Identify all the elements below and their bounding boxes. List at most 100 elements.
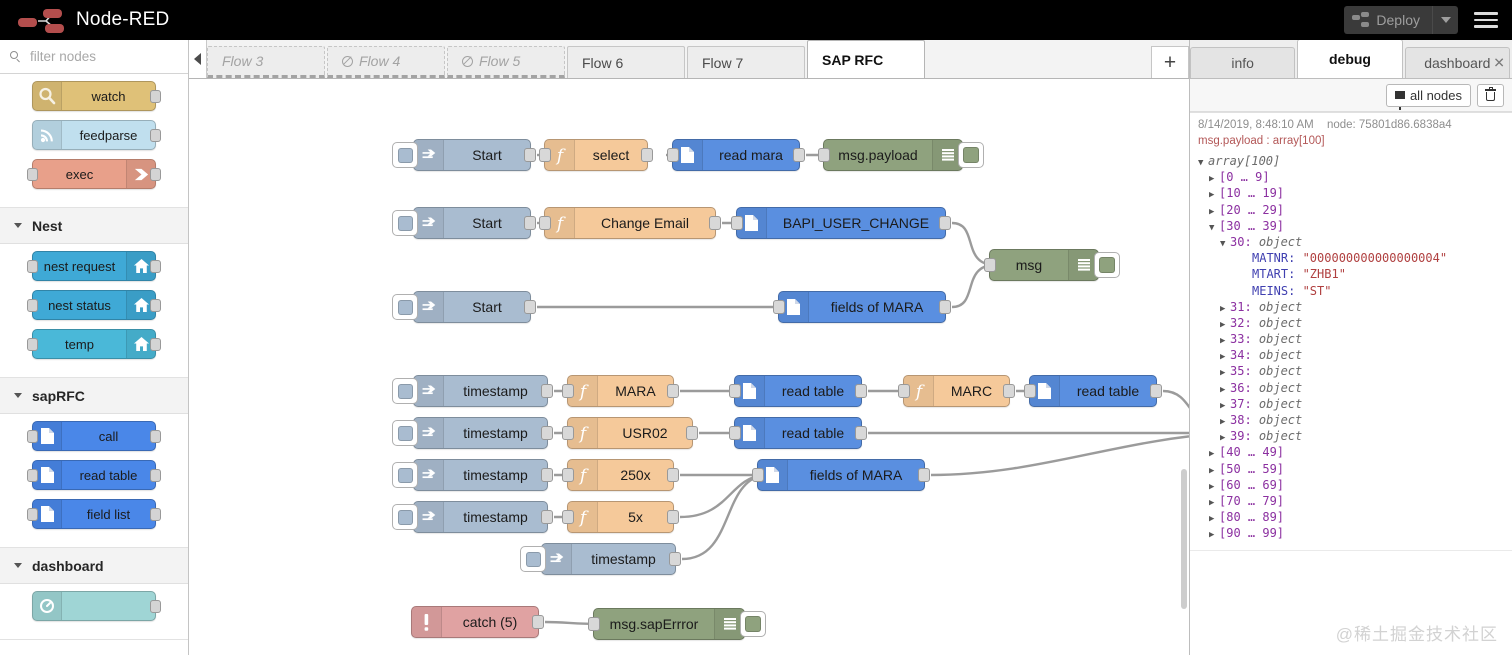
node-input-port[interactable] [562,384,574,398]
debug-tree-row[interactable]: ▶39: object [1198,428,1505,444]
debug-message[interactable]: 8/14/2019, 8:48:10 AM node: 75801d86.683… [1190,113,1512,551]
debug-tree-row[interactable]: ▶35: object [1198,363,1505,379]
debug-tree-row[interactable]: ▼[30 … 39] [1198,218,1505,234]
tree-expander-icon[interactable]: ▶ [1209,481,1215,492]
debug-tree-row[interactable]: ▶34: object [1198,347,1505,363]
node-output-port[interactable] [793,148,805,162]
flow-node-start[interactable]: Start [392,291,536,323]
deploy-button-main[interactable]: Deploy [1344,12,1432,28]
palette-node-feedparse[interactable]: feedparse [32,120,161,150]
debug-tree-row[interactable]: ▶[40 … 49] [1198,444,1505,460]
palette-node-temp[interactable]: temp [27,329,161,359]
deploy-dropdown-button[interactable] [1432,6,1458,34]
node-output-port[interactable] [524,216,536,230]
flow-node-read-table[interactable]: read table [729,417,867,449]
node-input-port[interactable] [27,338,38,351]
node-output-port[interactable] [939,300,951,314]
node-output-port[interactable] [150,508,161,521]
debug-active-toggle[interactable] [740,611,766,637]
node-output-port[interactable] [150,600,161,613]
node-output-port[interactable] [667,384,679,398]
flow-tab-flow-4[interactable]: Flow 4 [327,46,445,78]
scroll-left-arrow-icon[interactable] [189,40,207,78]
palette-group-header-dashboard[interactable]: dashboard [0,548,188,584]
flow-node-start[interactable]: Start [392,139,536,171]
inject-trigger-button[interactable] [392,462,418,488]
debug-message-list[interactable]: 8/14/2019, 8:48:10 AM node: 75801d86.683… [1190,112,1512,655]
node-output-port[interactable] [532,615,544,629]
flow-node-msg[interactable]: msg [984,249,1120,281]
debug-tree-row[interactable]: ▶37: object [1198,396,1505,412]
tree-expander-icon[interactable]: ▶ [1220,384,1226,395]
node-input-port[interactable] [27,469,38,482]
canvas-vertical-scrollbar[interactable] [1181,469,1187,609]
node-output-port[interactable] [150,338,161,351]
inject-trigger-button[interactable] [392,504,418,530]
flow-node-timestamp[interactable]: timestamp [392,459,553,491]
sidebar-tab-info[interactable]: info [1190,47,1296,78]
inject-trigger-button[interactable] [392,142,418,168]
tree-expander-icon[interactable]: ▼ [1198,158,1204,168]
flow-node-msg-saperrror[interactable]: msg.sapErrror [588,608,766,640]
debug-tree-row[interactable]: ▶[90 … 99] [1198,525,1505,541]
tree-expander-icon[interactable]: ▶ [1220,336,1226,347]
tree-expander-icon[interactable]: ▶ [1220,368,1226,379]
node-input-port[interactable] [898,384,910,398]
flow-node-msg-payload[interactable]: msg.payload [818,139,984,171]
node-output-port[interactable] [150,90,161,103]
node-output-port[interactable] [709,216,721,230]
flow-tab-sap-rfc[interactable]: SAP RFC [807,40,925,78]
sidebar-tab-dashboard[interactable]: dashboard✕ [1404,47,1510,78]
flow-node-read-mara[interactable]: read mara [667,139,805,171]
flow-node-bapi-user-change[interactable]: BAPI_USER_CHANGE [731,207,951,239]
palette-group-header-nest[interactable]: Nest [0,208,188,244]
node-input-port[interactable] [27,430,38,443]
node-input-port[interactable] [752,468,764,482]
inject-trigger-button[interactable] [392,294,418,320]
tree-expander-icon[interactable]: ▶ [1209,465,1215,476]
palette-node-read-table[interactable]: read table [27,460,161,490]
add-flow-button[interactable]: + [1151,46,1189,78]
flow-tab-flow-7[interactable]: Flow 7 [687,46,805,78]
flow-node-fields-of-mara[interactable]: fields of MARA [773,291,951,323]
inject-trigger-button[interactable] [392,420,418,446]
flow-node-timestamp[interactable]: timestamp [392,417,553,449]
node-output-port[interactable] [150,430,161,443]
debug-tree-row[interactable]: ▶[10 … 19] [1198,185,1505,201]
node-input-port[interactable] [1024,384,1036,398]
node-output-port[interactable] [150,299,161,312]
node-output-port[interactable] [667,468,679,482]
debug-tree-row[interactable]: ▶38: object [1198,412,1505,428]
debug-filter-button[interactable]: all nodes [1385,83,1471,110]
node-output-port[interactable] [541,426,553,440]
deploy-button[interactable]: Deploy [1344,6,1458,34]
debug-tree-row[interactable]: ▼array[100] [1198,153,1505,169]
node-output-port[interactable] [541,384,553,398]
flow-node-start[interactable]: Start [392,207,536,239]
debug-tree-row[interactable]: ▶[50 … 59] [1198,461,1505,477]
node-output-port[interactable] [150,260,161,273]
debug-tree-row[interactable]: ▶[0 … 9] [1198,169,1505,185]
node-input-port[interactable] [729,426,741,440]
node-output-port[interactable] [524,300,536,314]
node-output-port[interactable] [855,384,867,398]
tree-expander-icon[interactable]: ▼ [1220,238,1226,249]
tree-expander-icon[interactable]: ▶ [1209,206,1215,217]
node-input-port[interactable] [27,299,38,312]
node-output-port[interactable] [150,129,161,142]
debug-tree-row[interactable]: ▶[20 … 29] [1198,202,1505,218]
inject-trigger-button[interactable] [392,210,418,236]
debug-active-toggle[interactable] [958,142,984,168]
debug-object-tree[interactable]: ▼array[100]▶[0 … 9]▶[10 … 19]▶[20 … 29]▼… [1198,153,1505,542]
debug-tree-row[interactable]: ▶[60 … 69] [1198,477,1505,493]
palette-node-call[interactable]: call [27,421,161,451]
tree-expander-icon[interactable]: ▶ [1220,319,1226,330]
tree-expander-icon[interactable]: ▼ [1209,222,1215,233]
tree-expander-icon[interactable]: ▶ [1209,514,1215,525]
